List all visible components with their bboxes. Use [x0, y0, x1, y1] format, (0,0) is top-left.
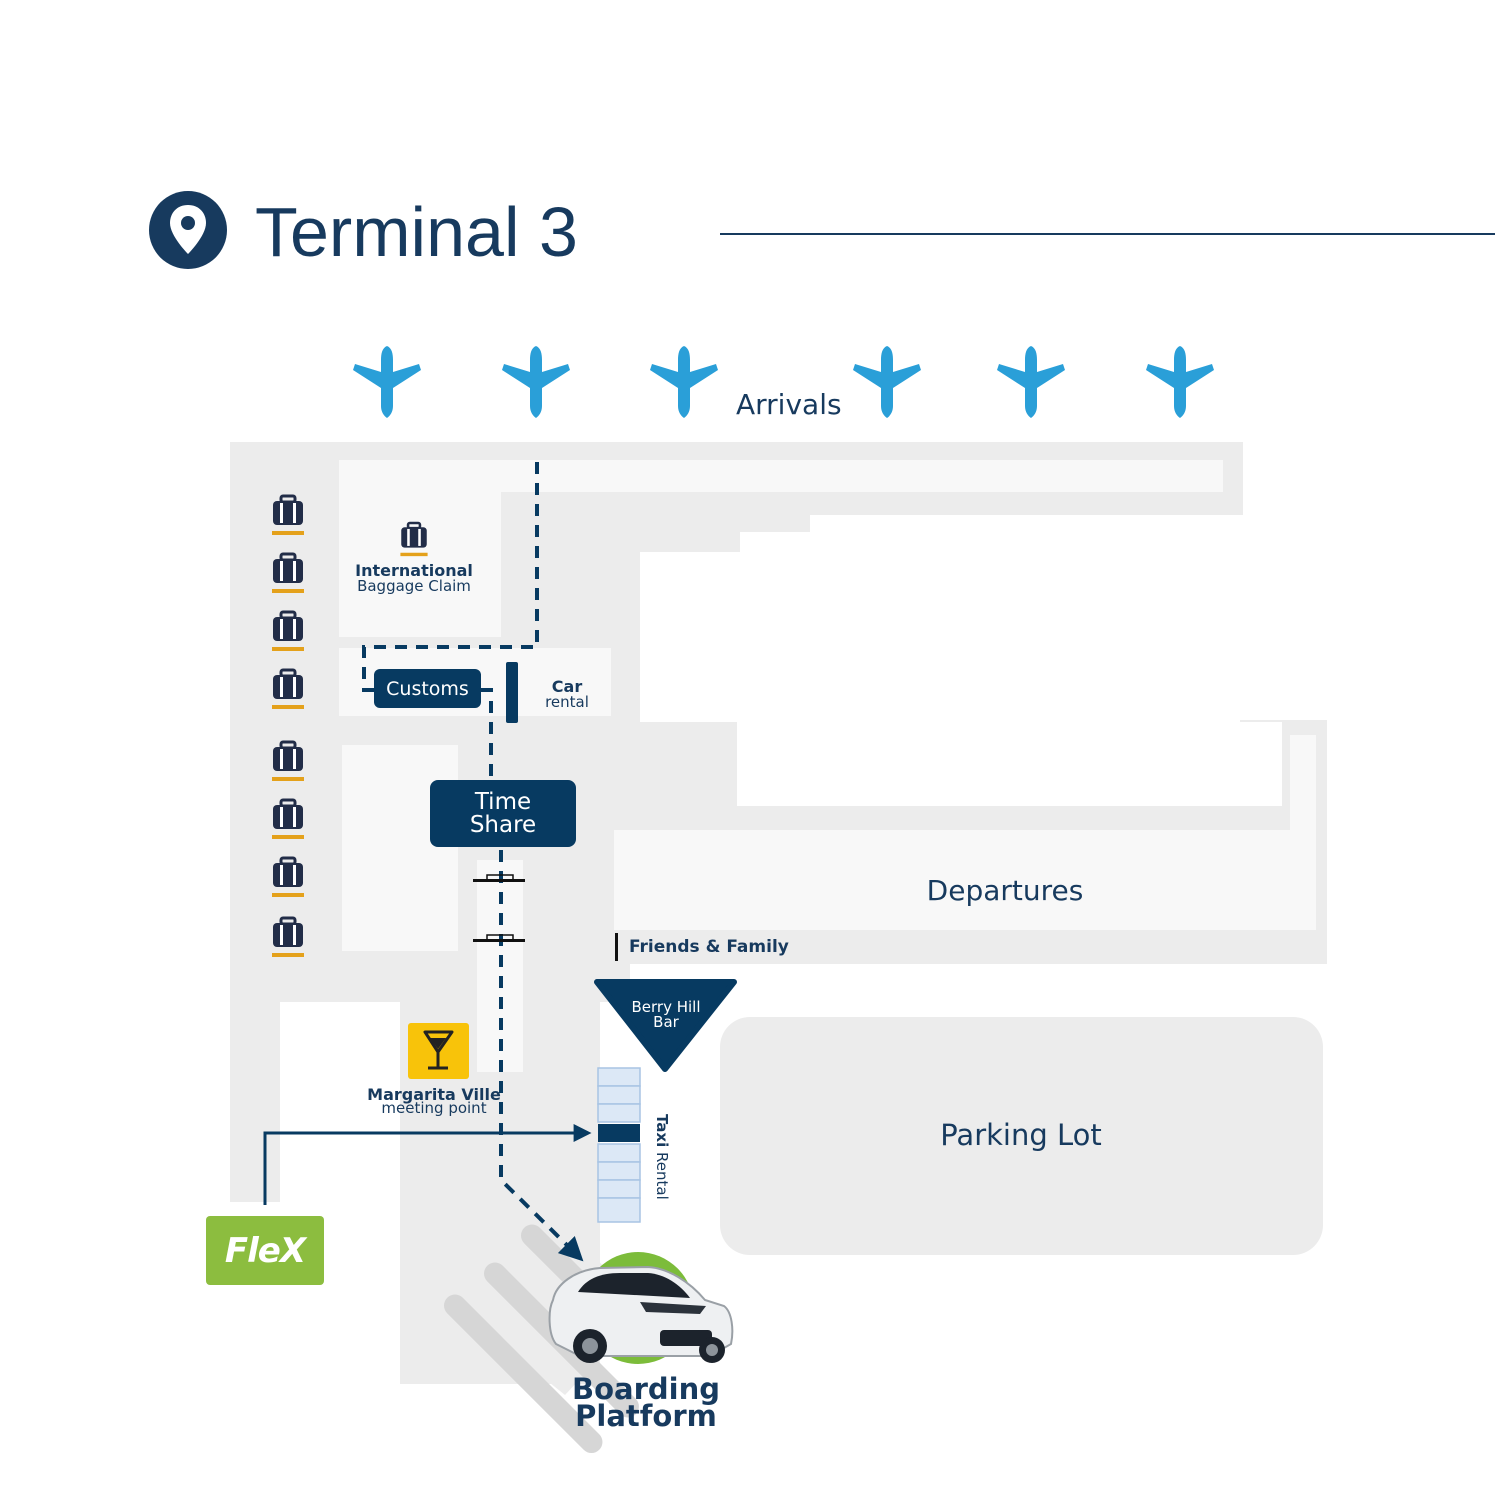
berry-hill-line1: Berry Hill	[631, 998, 701, 1016]
friends-family-label: Friends & Family	[629, 937, 789, 957]
intl-baggage-line2: Baggage Claim	[357, 577, 471, 595]
airplane-icon	[1146, 346, 1214, 418]
airplane-icon	[853, 346, 921, 418]
time-share-box: Time Share	[430, 780, 576, 847]
airplane-icon	[650, 346, 718, 418]
boarding-line1: Boarding	[571, 1372, 721, 1406]
floor-plan	[230, 442, 1327, 1454]
flex-logo-text: FleX	[224, 1230, 306, 1271]
time-share-line1: Time	[474, 788, 532, 815]
time-share-line2: Share	[469, 811, 537, 838]
taxi-rental-label: Taxi Rental	[653, 1114, 671, 1200]
taxi-line1: Taxi	[653, 1114, 671, 1148]
cocktail-icon	[423, 1030, 454, 1070]
berry-hill-bar	[594, 979, 737, 1072]
taxi-rental-stack	[597, 1067, 641, 1223]
walking-route	[362, 462, 539, 692]
car-rental-line2: rental	[545, 693, 589, 711]
arrivals-label: Arrivals	[736, 388, 842, 421]
parking-lot-label: Parking Lot	[940, 1118, 1102, 1152]
taxi-line2: Rental	[653, 1152, 671, 1200]
margarita-ville	[408, 1023, 469, 1079]
customs-label: Customs	[386, 677, 469, 700]
title-rule	[720, 233, 1495, 235]
margarita-label: Margarita Ville meeting point	[367, 1087, 501, 1116]
car-rental-counter	[506, 662, 518, 723]
customs-box: Customs	[374, 669, 481, 708]
margarita-line2: meeting point	[381, 1099, 487, 1117]
boarding-platform-label: Boarding Platform	[572, 1375, 720, 1431]
margarita-line1: Margarita Ville	[367, 1085, 501, 1104]
berry-hill-label: Berry Hill Bar	[631, 1000, 700, 1030]
car-rental-label: Car rental	[545, 679, 589, 710]
car-icon	[548, 1252, 734, 1364]
airplane-icon	[353, 346, 421, 418]
boarding-line2: Platform	[575, 1399, 717, 1433]
location-pin-icon	[149, 191, 227, 269]
flex-logo: FleX	[206, 1216, 324, 1285]
page-title: Terminal 3	[255, 193, 578, 271]
turnstiles	[473, 874, 618, 961]
departures-label: Departures	[926, 874, 1084, 907]
airplane-icon	[502, 346, 570, 418]
flex-route	[263, 1124, 592, 1205]
berry-hill-line2: Bar	[653, 1013, 679, 1031]
car-rental-line1: Car	[551, 677, 583, 696]
intl-baggage-line1: International	[355, 561, 473, 580]
airplane-icon	[997, 346, 1065, 418]
walking-route-lower	[481, 688, 580, 1258]
intl-baggage-label: International Baggage Claim	[355, 563, 473, 594]
